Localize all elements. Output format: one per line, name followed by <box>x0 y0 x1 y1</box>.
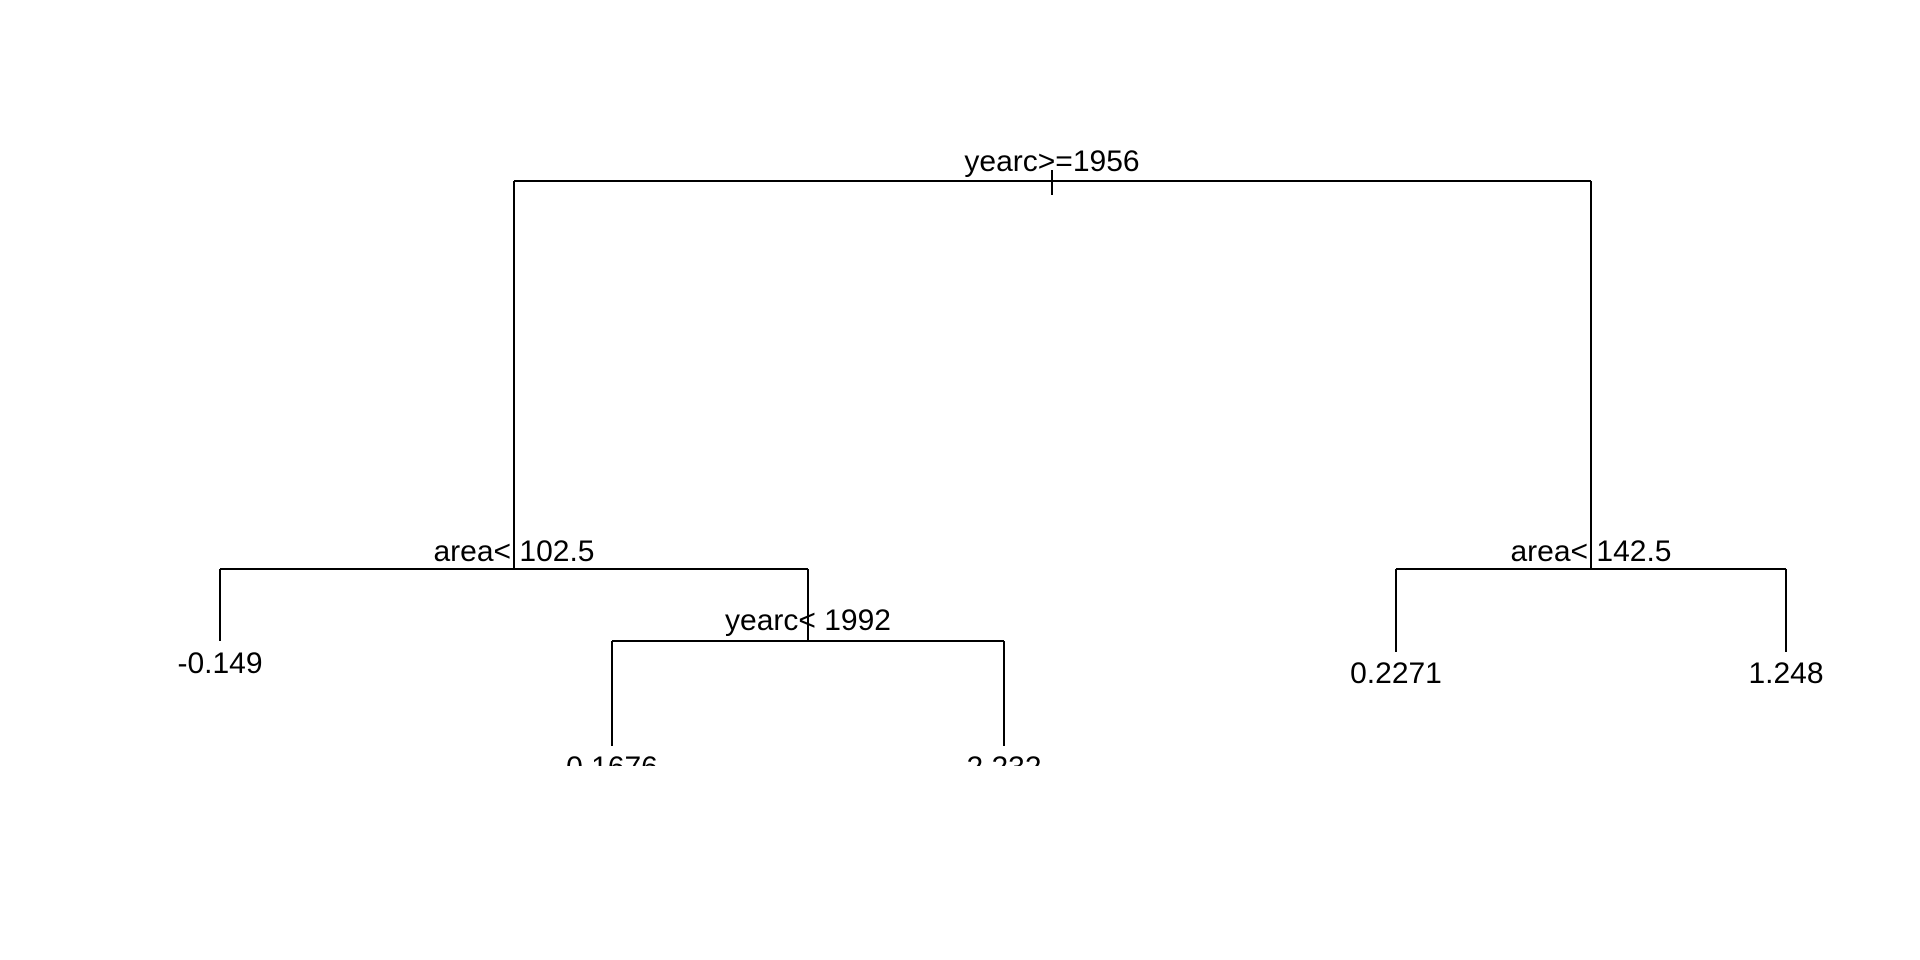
leaf-right-left: 0.2271 <box>1350 657 1442 690</box>
leaf-labels: -0.149 0.1676 2.232 0.2271 1.248 <box>177 647 1823 784</box>
leaf-left-right-right: 2.232 <box>966 751 1041 784</box>
left-right-split-label: yearc< 1992 <box>725 604 891 637</box>
leaf-right-right: 1.248 <box>1748 657 1823 690</box>
right-split-label: area< 142.5 <box>1511 535 1672 568</box>
leaf-left-left: -0.149 <box>177 647 262 680</box>
tree-edges <box>219 170 1787 746</box>
left-split-label: area< 102.5 <box>434 535 595 568</box>
root-split-label: yearc>=1956 <box>964 145 1139 178</box>
split-labels: yearc>=1956 area< 102.5 yearc< 1992 area… <box>434 145 1672 637</box>
leaf-left-right-left: 0.1676 <box>566 751 658 784</box>
